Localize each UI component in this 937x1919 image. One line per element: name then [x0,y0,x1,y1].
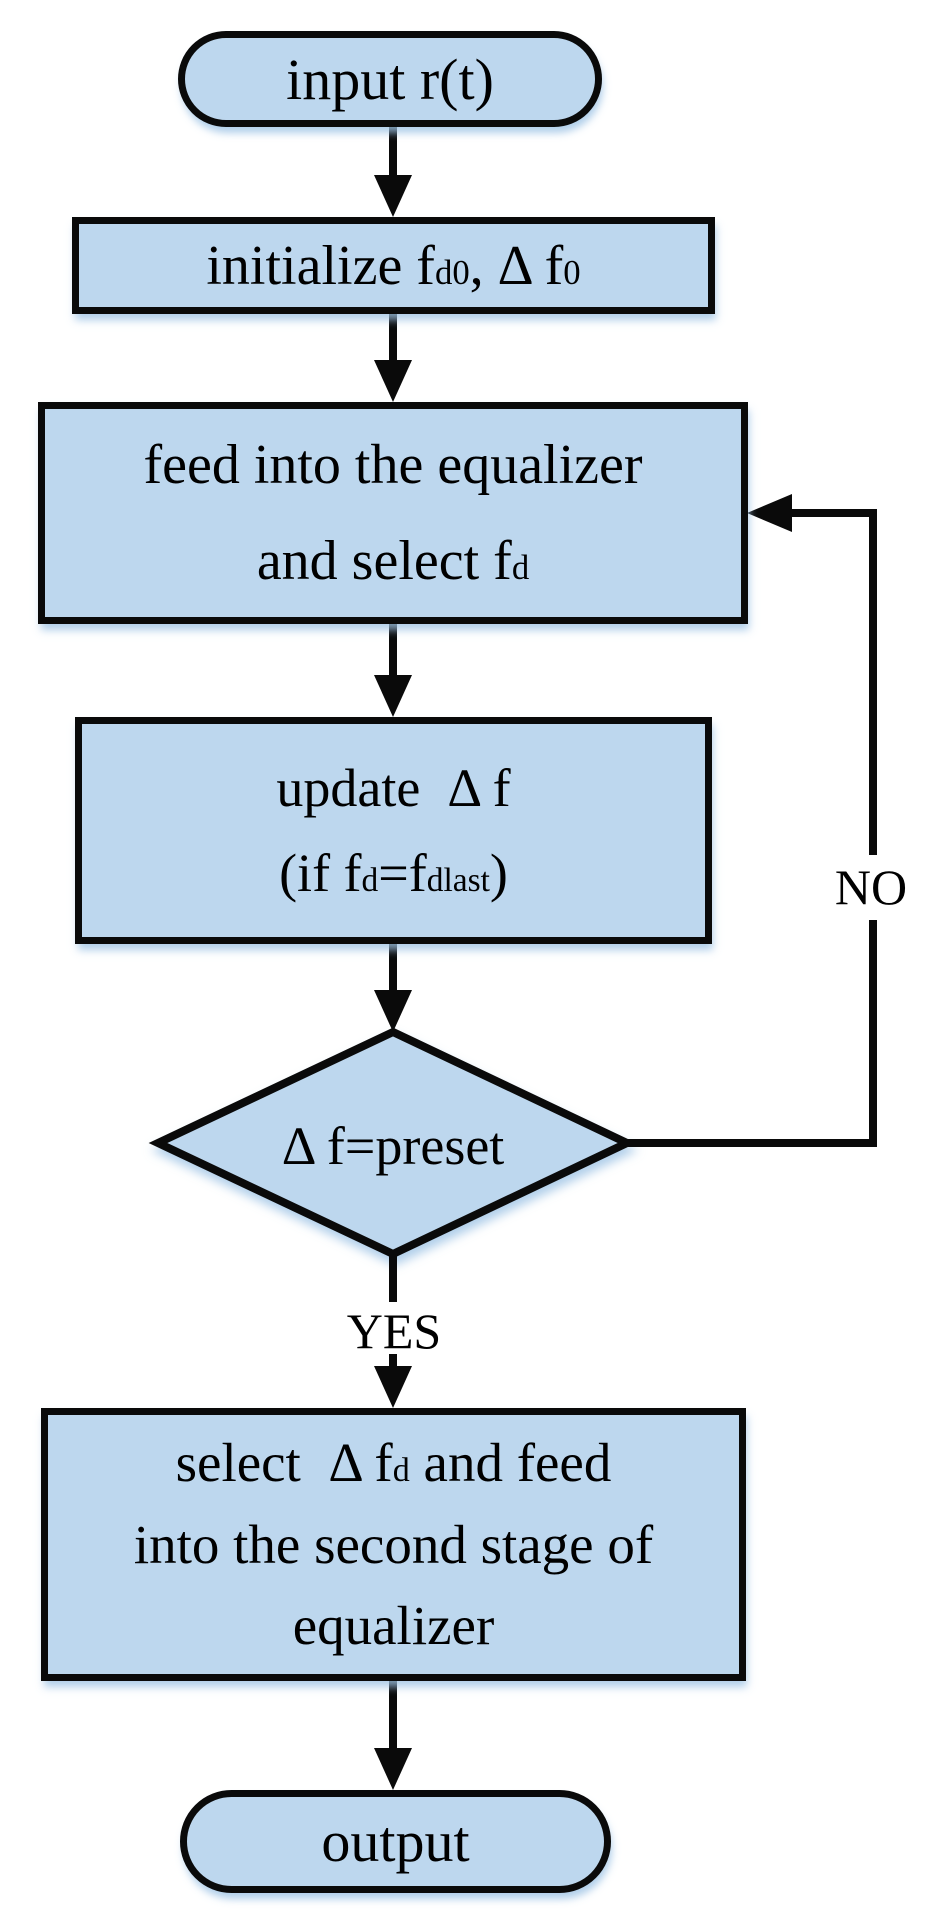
node-output-terminator: output [180,1790,611,1893]
edge-label-no: NO [834,859,908,915]
node-update: update Δ f (if fd=fdlast) [75,717,712,944]
no-loop-lower-segment [625,920,877,1147]
node-select-line-3: equalizer [292,1595,495,1657]
node-decision-label: Δ f=preset [281,1116,505,1176]
node-select-line-2: into the second stage of [133,1513,654,1575]
node-initialize: initialize fd0, Δ f0 [72,217,715,314]
subscript-d: d [511,548,530,587]
subscript-0: 0 [563,252,581,292]
node-input-label: input r(t) [286,46,494,112]
arrowhead-yes-to-select [374,1366,412,1408]
node-input-terminator: input r(t) [178,31,602,127]
subscript-d0: d0 [434,252,470,292]
arrowhead-update-to-decision [374,990,412,1032]
subscript-d: d [361,861,379,899]
subscript-dlast: dlast [426,861,490,899]
node-feed-line-2: and select fd [256,530,530,592]
arrowhead-select-to-output [374,1748,412,1790]
subscript-d: d [392,1452,410,1490]
arrowhead-input-to-init [374,175,412,217]
node-select-line-1: select Δ fd and feed [175,1432,612,1494]
node-select-feed: select Δ fd and feed into the second sta… [41,1408,746,1681]
edge-label-yes: YES [346,1303,442,1359]
node-initialize-label: initialize fd0, Δ f0 [206,234,581,297]
node-output-label: output [321,1809,470,1874]
no-loop-upper-segment [790,509,877,855]
node-feed-equalizer: feed into the equalizer and select fd [38,402,748,624]
arrowhead-no-loop-to-feed [747,494,792,532]
node-feed-line-1: feed into the equalizer [143,433,643,496]
node-update-line-2: (if fd=fdlast) [279,842,508,903]
arrowhead-init-to-feed [374,360,412,402]
arrowhead-feed-to-update [374,675,412,717]
node-update-line-1: update Δ f [276,758,511,819]
